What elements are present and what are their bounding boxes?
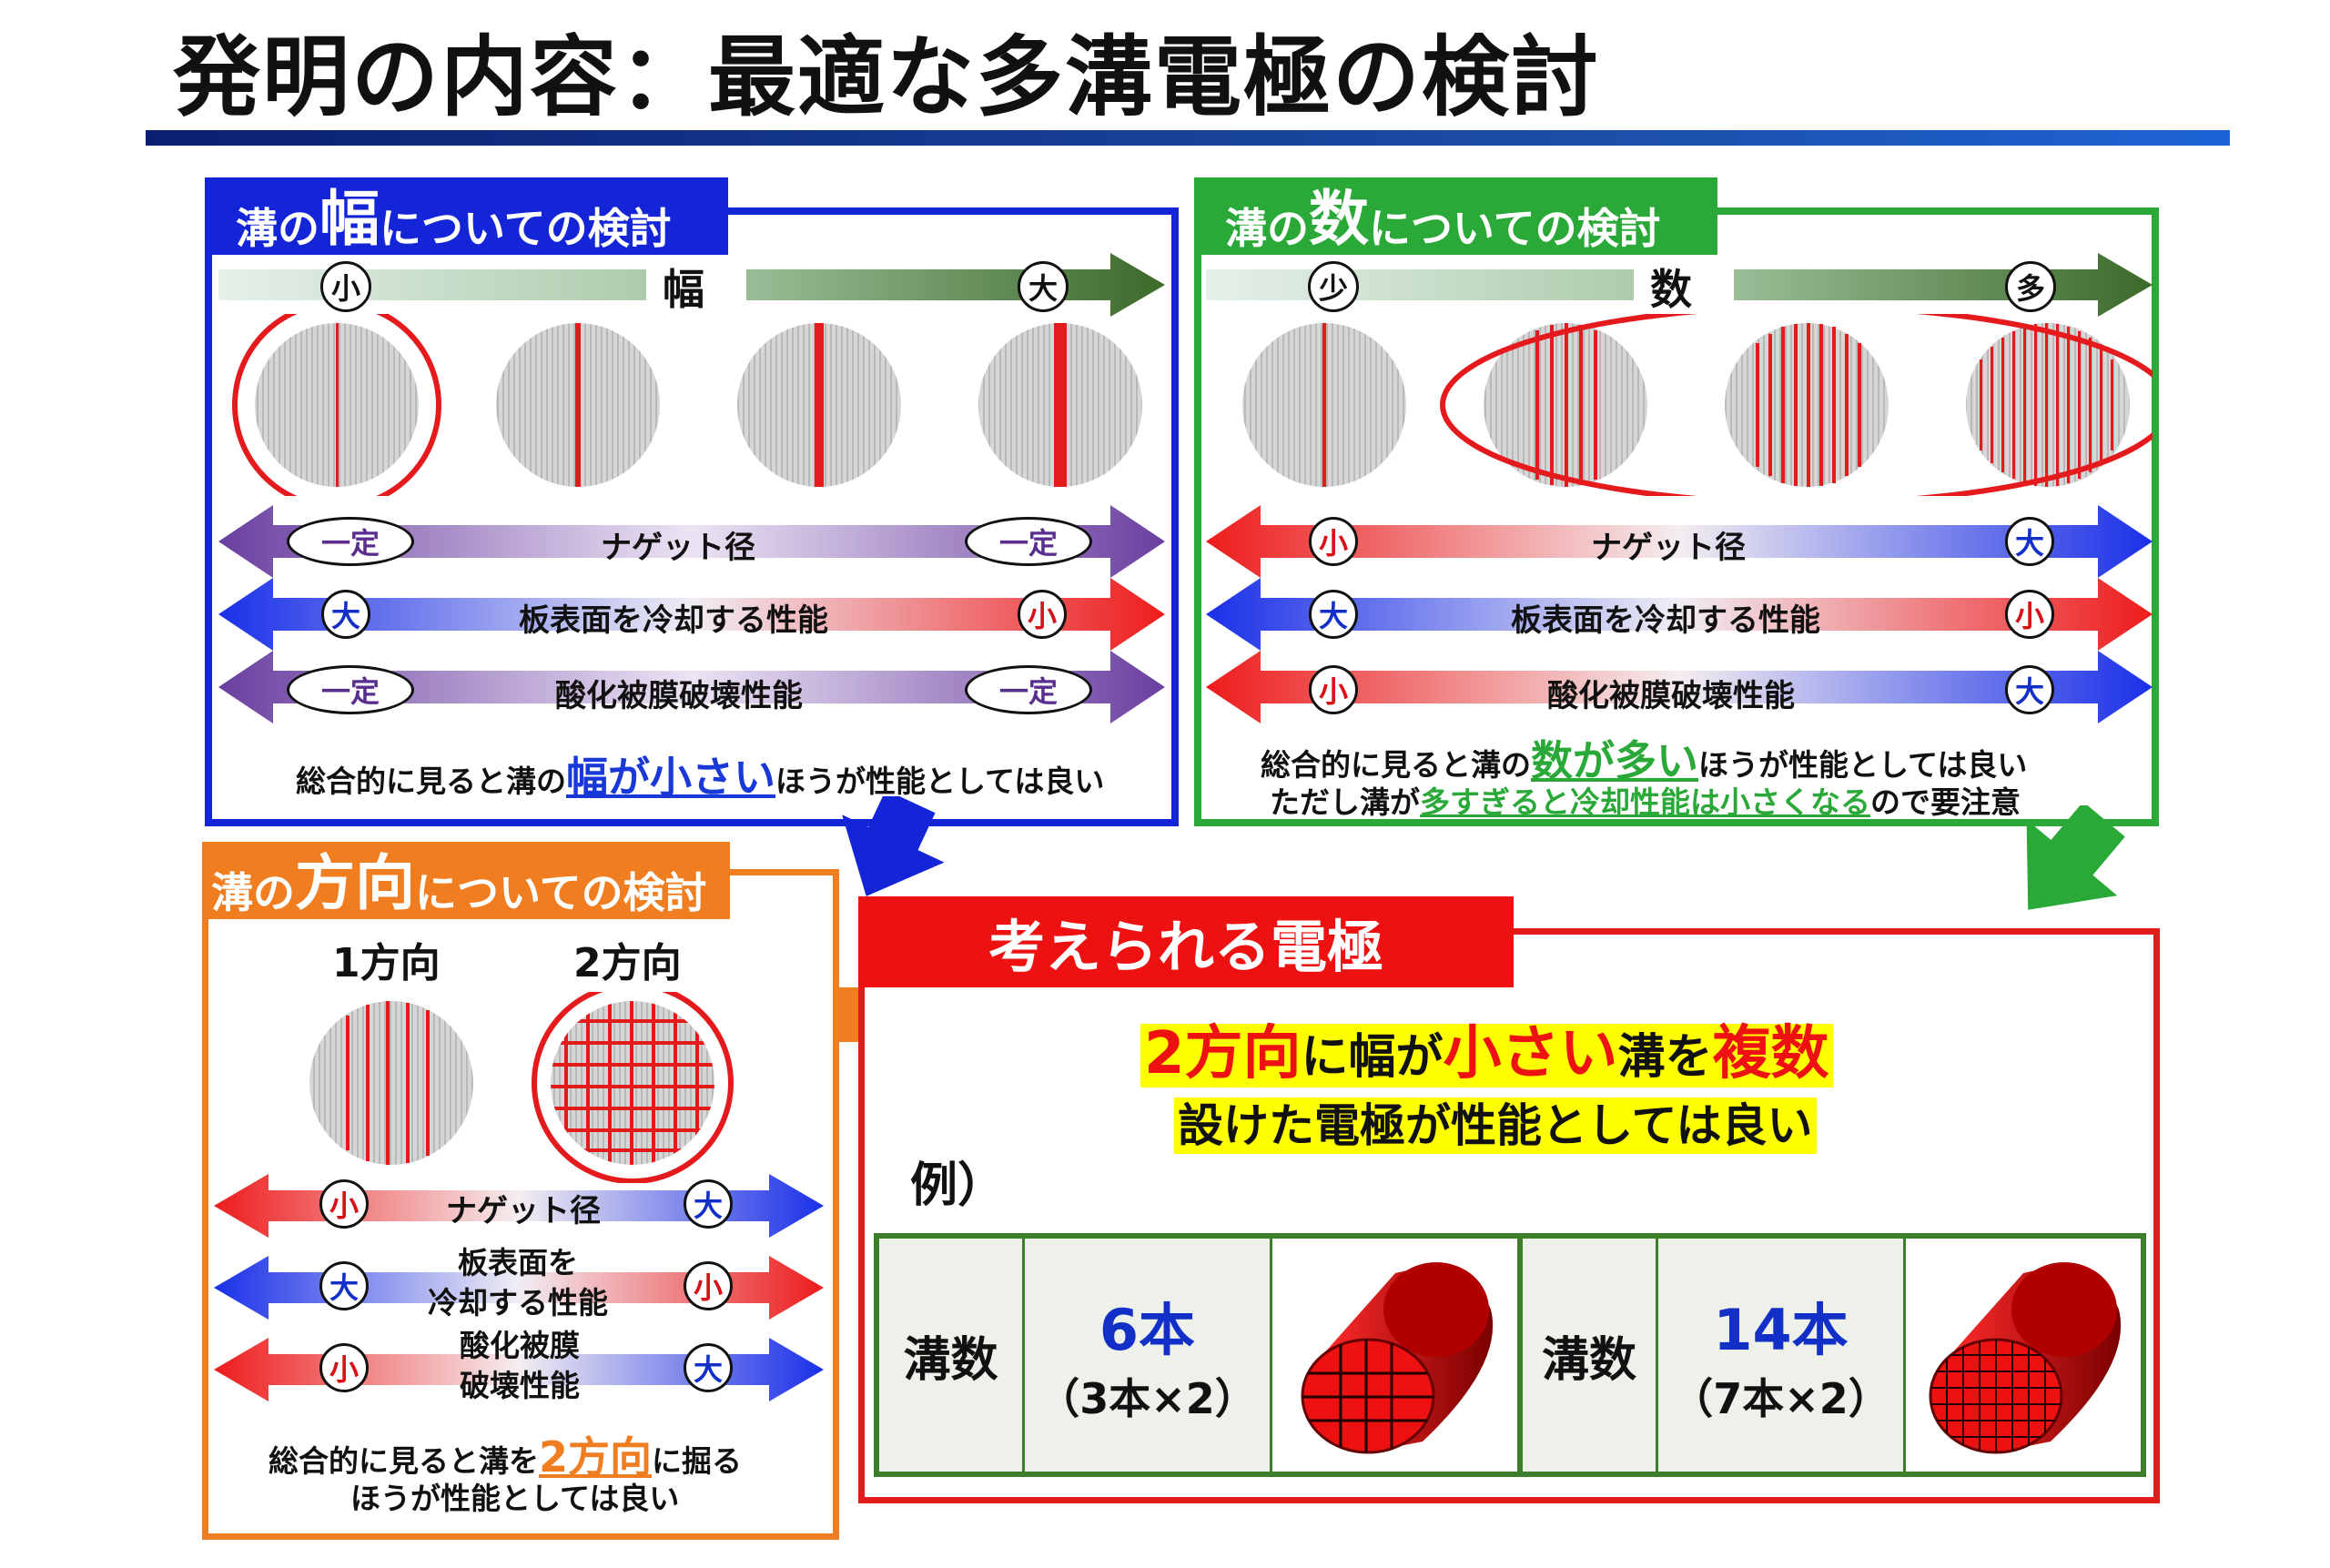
width-scale-arrow: [218, 253, 1165, 317]
example1-electrode-image: [1301, 1262, 1493, 1454]
direction-row2-label: 板表面を 冷却する性能: [428, 1243, 608, 1323]
result-headline-line2: 設けた電極が性能としては良い: [1174, 1098, 1817, 1154]
direction-row3-label-line1: 酸化被膜: [460, 1328, 580, 1363]
panel-groove-width-tab: 溝の幅についての検討: [205, 177, 728, 255]
panel-groove-direction-tab: 溝の方向についての検討: [202, 842, 730, 919]
example1-detail: （3本×2）: [1038, 1374, 1257, 1423]
panel-result-tab: 考えられる電極: [858, 896, 1514, 987]
count-summary: 総合的に見ると溝の数が多いほうが性能としては良い: [1261, 736, 2028, 785]
direction-row3-right: 大: [684, 1343, 733, 1392]
arrow-width-to-result: [842, 796, 945, 896]
example2-image-cell: [1906, 1239, 2141, 1472]
width-scale-min: 小: [320, 261, 371, 312]
direction-row3-label: 酸化被膜 破壊性能: [460, 1326, 580, 1406]
count-row3-label: 酸化被膜破壊性能: [1547, 678, 1795, 714]
count-scale-label: 数: [1650, 265, 1692, 314]
direction-summary-line2: ほうが性能としては良い: [350, 1481, 680, 1516]
count-row3-left: 小: [1309, 665, 1358, 714]
direction-row1-left: 小: [319, 1179, 369, 1229]
count-row2-left: 大: [1309, 590, 1358, 639]
width-row-arrows: [218, 505, 1165, 723]
count-disc-diagrams: [1242, 314, 2153, 496]
example1-count: 6本: [1099, 1297, 1196, 1363]
count-row3-right: 大: [2005, 665, 2054, 714]
direction-summary: 総合的に見ると溝を2方向に掘る: [268, 1432, 743, 1482]
count-row1-right: 大: [2005, 517, 2054, 566]
page-title: 発明の内容：最適な多溝電極の検討: [173, 26, 1600, 128]
count-row2-right: 小: [2005, 590, 2054, 639]
count-row2-label: 板表面を冷却する性能: [1511, 602, 1820, 639]
width-row3-right: 一定: [965, 665, 1092, 714]
example2-electrode-image: [1929, 1262, 2122, 1454]
width-row1-label: ナゲット径: [601, 530, 755, 566]
example2-label-cell: 溝数: [1520, 1239, 1658, 1472]
example1-count-cell: 6本 （3本×2）: [1025, 1239, 1272, 1472]
example2-label: 溝数: [1541, 1332, 1636, 1388]
width-row3-label: 酸化被膜破壊性能: [555, 678, 803, 714]
panel-groove-count: [1194, 207, 2159, 826]
direction-row3-left: 小: [319, 1343, 369, 1392]
example1-label: 溝数: [903, 1332, 998, 1388]
example1-image-cell: [1272, 1239, 1520, 1472]
title-underline-bar: [146, 130, 2230, 146]
panel-groove-count-tab: 溝の数についての検討: [1194, 177, 1717, 255]
arrow-count-to-result: [2026, 805, 2125, 910]
direction-option-2: 2方向: [573, 940, 682, 986]
width-summary: 総合的に見ると溝の幅が小さいほうが性能としては良い: [296, 753, 1105, 802]
direction-row2-left: 大: [319, 1261, 369, 1310]
count-note: ただし溝が多すぎると冷却性能は小さくなるので要注意: [1270, 784, 2021, 820]
direction-row2-right: 小: [684, 1261, 733, 1310]
example1-label-cell: 溝数: [879, 1239, 1025, 1472]
direction-disc-diagrams: [309, 992, 734, 1183]
direction-row1-label: ナゲット径: [446, 1193, 601, 1229]
width-scale-max: 大: [1018, 261, 1069, 312]
count-row-arrows: [1206, 505, 2153, 723]
count-scale-min: 少: [1308, 261, 1359, 312]
count-scale-arrow: [1206, 253, 2153, 317]
result-example-table: 溝数 6本 （3本×2） 溝数 14本 （7本×2）: [874, 1233, 2146, 1477]
direction-row-arrows: [214, 1174, 824, 1401]
width-row2-right: 小: [1018, 590, 1067, 639]
count-row1-label: ナゲット径: [1591, 530, 1746, 566]
example2-count-cell: 14本 （7本×2）: [1658, 1239, 1906, 1472]
width-scale-label: 幅: [663, 265, 704, 314]
width-row1-right: 一定: [965, 517, 1092, 566]
direction-row1-right: 大: [684, 1179, 733, 1229]
width-row2-label: 板表面を冷却する性能: [519, 602, 828, 639]
direction-row3-label-line2: 破壊性能: [460, 1368, 580, 1403]
disc-narrow: [232, 314, 441, 496]
direction-row2-label-line1: 板表面を: [458, 1245, 578, 1280]
width-disc-diagrams: [232, 314, 1142, 496]
example2-detail: （7本×2）: [1671, 1374, 1890, 1423]
direction-row2-label-line2: 冷却する性能: [428, 1285, 608, 1320]
width-row2-left: 大: [321, 590, 370, 639]
result-example-label: 例）: [910, 1158, 1006, 1213]
count-row1-left: 小: [1309, 517, 1358, 566]
width-row3-left: 一定: [287, 665, 414, 714]
width-row1-left: 一定: [287, 517, 414, 566]
count-scale-max: 多: [2005, 261, 2056, 312]
panel-result-tab-label: 考えられる電極: [988, 914, 1383, 980]
direction-option-1: 1方向: [332, 940, 441, 986]
result-headline: 2方向に幅が小さい溝を複数: [1140, 1024, 1833, 1087]
example2-count: 14本: [1713, 1297, 1849, 1363]
